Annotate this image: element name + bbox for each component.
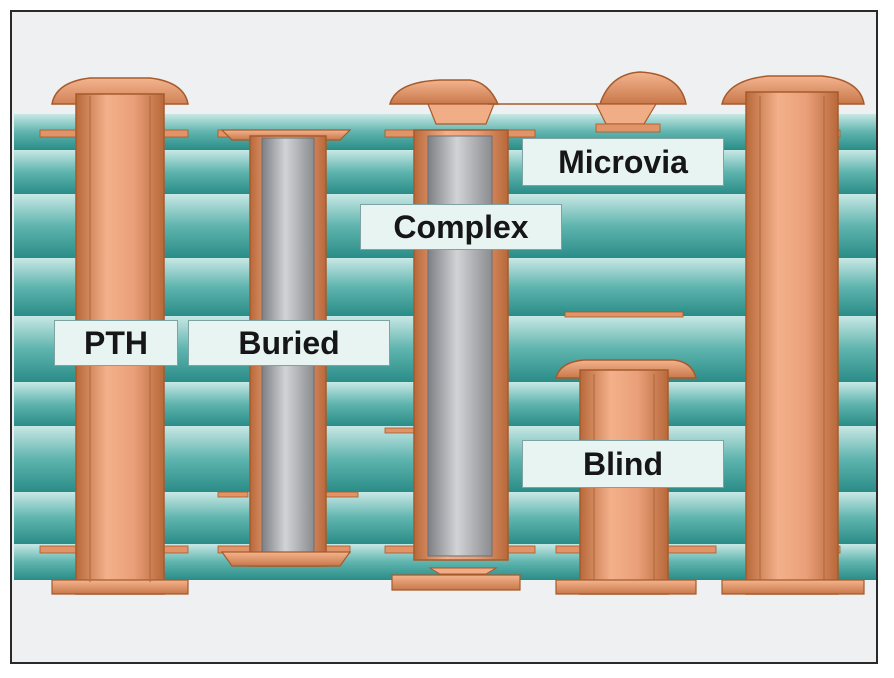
label-complex: Complex (360, 204, 562, 250)
label-pth: PTH (54, 320, 178, 366)
label-buried: Buried (188, 320, 390, 366)
label-blind: Blind (522, 440, 724, 488)
pth-via-right (721, 75, 865, 595)
label-microvia: Microvia (522, 138, 724, 186)
microvia (488, 71, 687, 133)
